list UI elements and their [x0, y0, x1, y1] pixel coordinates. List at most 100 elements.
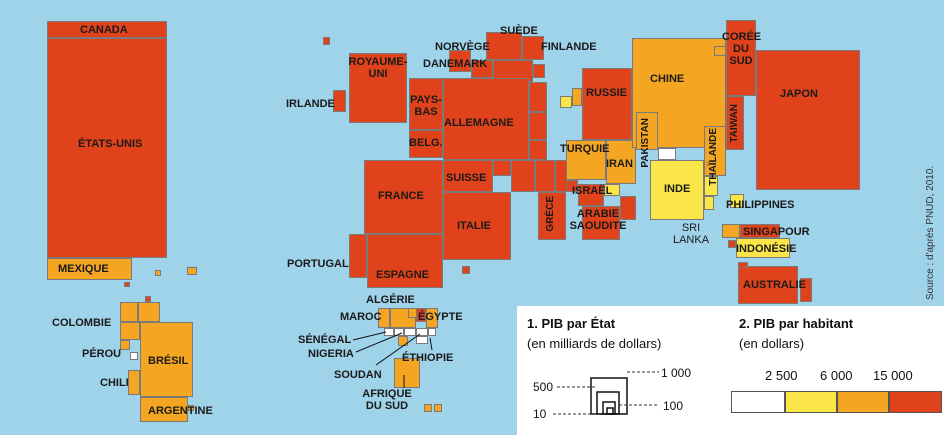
- label-egypt: ÉGYPTE: [418, 311, 463, 323]
- legend-size-1000: 1 000: [661, 366, 692, 380]
- label-usa: ÉTATS-UNIS: [78, 138, 143, 150]
- country-portugal: [349, 234, 367, 278]
- country-caribbean: [124, 282, 130, 287]
- country-angola: [398, 336, 408, 346]
- country-pakistan: [636, 112, 658, 150]
- country-usa: [47, 38, 167, 258]
- country-colombia: [120, 302, 138, 322]
- label-nigeria: NIGERIA: [308, 348, 354, 360]
- country-guatemala: [187, 267, 197, 275]
- label-greece: GRÈCE: [545, 196, 556, 232]
- label-morocco: MAROC: [340, 311, 382, 323]
- legend-title-gdp: 1. PIB par État: [527, 316, 616, 331]
- country-sweden: [486, 32, 522, 60]
- country-morocco: [378, 308, 390, 328]
- country-cote-ivoire: [394, 328, 404, 336]
- label-peru: PÉROU: [82, 348, 122, 360]
- legend-subtitle-gdp-per-capita: (en dollars): [739, 336, 805, 351]
- label-denmark: DANEMARK: [423, 58, 488, 70]
- label-iran: IRAN: [606, 158, 633, 170]
- label-sweden: SUÈDE: [500, 25, 538, 37]
- country-uk: [349, 53, 407, 123]
- label-sudan: SOUDAN: [334, 369, 382, 381]
- country-syria: [604, 184, 620, 196]
- country-czech: [529, 82, 547, 112]
- legend-swatch-low: [731, 391, 785, 413]
- country-nigeria: [404, 328, 416, 336]
- country-korea-south: [726, 20, 756, 96]
- label-finland: FINLANDE: [541, 41, 597, 53]
- country-israel: [578, 184, 604, 206]
- label-netherlands: PAYS- BAS: [410, 94, 442, 118]
- label-australia: AUSTRALIE: [743, 279, 806, 291]
- legend-size-500: 500: [533, 380, 554, 394]
- label-ethiopia: ÉTHIOPIE: [402, 352, 454, 364]
- country-uae: [620, 196, 636, 220]
- label-singapore: SINGAPOUR: [743, 226, 810, 238]
- country-bolivia: [130, 352, 138, 360]
- country-senegal: [384, 328, 394, 336]
- label-italy: ITALIE: [457, 220, 492, 232]
- country-mexico: [47, 258, 132, 280]
- country-france: [364, 160, 443, 234]
- country-thailand: [704, 126, 726, 176]
- label-switzerland: SUISSE: [446, 172, 487, 184]
- country-australia: [738, 266, 798, 304]
- label-portugal: PORTUGAL: [287, 258, 349, 270]
- country-peru: [120, 322, 140, 340]
- country-india: [650, 160, 704, 220]
- country-romania: [535, 160, 555, 192]
- label-korea: CORÉE DU SUD: [722, 31, 762, 67]
- label-canada: CANADA: [80, 24, 128, 36]
- legend-threshold-6000: 6 000: [820, 368, 853, 383]
- legend-subtitle-gdp: (en milliards de dollars): [527, 336, 662, 351]
- label-mexico: MEXIQUE: [58, 263, 109, 275]
- country-new-zealand: [800, 278, 812, 302]
- label-india: INDE: [664, 183, 691, 195]
- label-spain: ESPAGNE: [376, 269, 429, 281]
- country-finland: [522, 36, 544, 60]
- label-brazil: BRÉSIL: [148, 355, 189, 367]
- legend-size-squares: [553, 371, 659, 415]
- label-chile: CHILI: [100, 377, 129, 389]
- country-croatia: [511, 160, 535, 192]
- country-puerto-rico: [145, 296, 151, 302]
- country-japan: [756, 50, 860, 190]
- legend-title-gdp-per-capita: 2. PIB par habitant: [739, 316, 854, 331]
- label-south-africa: AFRIQUE DU SUD: [362, 388, 412, 412]
- legend-threshold-2500: 2 500: [765, 368, 798, 383]
- country-botswana: [424, 404, 432, 412]
- label-ireland: IRLANDE: [286, 98, 335, 110]
- label-russia: RUSSIE: [586, 87, 627, 99]
- label-taiwan: TAIWAN: [729, 104, 740, 143]
- legend-size-100: 100: [663, 399, 684, 413]
- country-kenya: [416, 336, 428, 344]
- country-baltics: [533, 64, 545, 78]
- country-taiwan: [726, 96, 744, 150]
- label-belgium: BELG.: [409, 137, 443, 149]
- country-saudi-arabia: [582, 206, 620, 240]
- country-vietnam: [704, 176, 718, 196]
- legend-swatch-lower-mid: [785, 391, 837, 413]
- country-hungary: [529, 140, 547, 160]
- legend-panel: 1. PIB par État (en milliards de dollars…: [517, 306, 944, 435]
- label-algeria: ALGÉRIE: [366, 294, 415, 306]
- country-bangladesh: [658, 148, 676, 160]
- country-austria: [529, 112, 547, 140]
- country-mauritius: [434, 404, 442, 412]
- country-turkey: [566, 140, 606, 180]
- country-italy: [443, 192, 511, 260]
- country-libya: [416, 308, 426, 322]
- country-norway: [449, 50, 471, 72]
- country-cuba: [155, 270, 161, 276]
- country-egypt: [426, 308, 438, 328]
- label-china: CHINE: [650, 73, 685, 85]
- label-pakistan: PAKISTAN: [640, 118, 651, 168]
- label-sri-lanka: SRI LANKA: [672, 222, 710, 246]
- country-ireland: [333, 90, 346, 112]
- label-indonesia: INDONÉSIE: [736, 243, 797, 255]
- country-iran: [606, 140, 636, 184]
- country-denmark: [471, 60, 493, 78]
- country-brunei: [728, 240, 736, 248]
- country-ecuador: [120, 340, 130, 350]
